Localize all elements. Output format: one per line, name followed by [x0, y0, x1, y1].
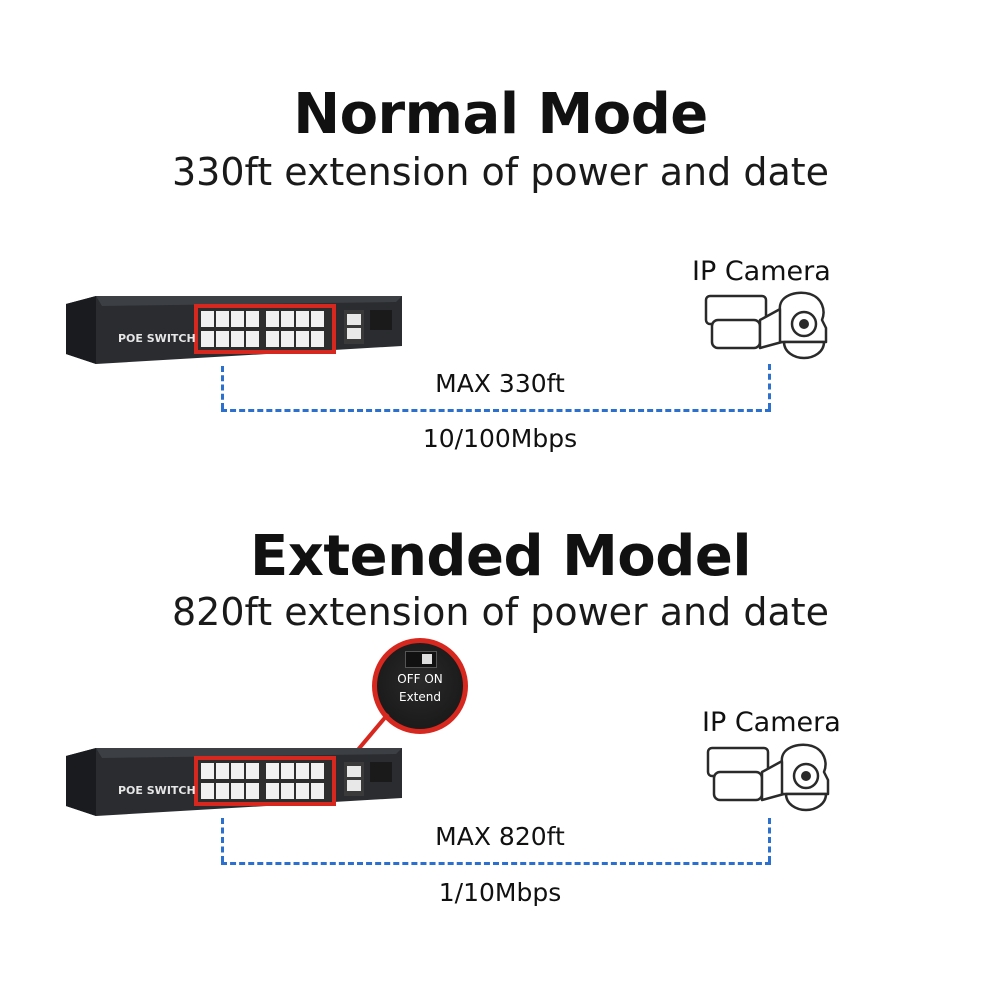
dip-off-label: OFF: [397, 672, 421, 686]
distance-label: MAX 330ft: [435, 369, 565, 398]
speed-label: 1/10Mbps: [438, 878, 562, 907]
dip-extend-label: Extend: [399, 690, 441, 704]
dip-on-label: ON: [424, 672, 443, 686]
ip-camera-icon: [704, 291, 828, 360]
distance-label: MAX 820ft: [435, 822, 565, 851]
normal-mode-section: Normal Mode 330ft extension of power and…: [0, 0, 1001, 480]
ip-camera-label: IP Camera: [702, 707, 841, 738]
ip-camera-label: IP Camera: [692, 256, 831, 287]
normal-mode-subtitle: 330ft extension of power and date: [171, 150, 830, 194]
link-connector-left: [221, 366, 224, 409]
link-connector-right: [768, 818, 771, 862]
normal-mode-title: Normal Mode: [293, 82, 708, 147]
extended-mode-title: Extended Model: [249, 524, 752, 589]
link-line: [221, 409, 771, 412]
switch-brand-label: POE SWITCH: [118, 784, 196, 797]
switch-brand-label: POE SWITCH: [118, 332, 196, 345]
ip-camera-icon: [706, 743, 830, 812]
speed-label: 10/100Mbps: [422, 424, 578, 453]
poe-switch-icon: [66, 296, 402, 364]
dip-switch-icon: [405, 651, 437, 668]
link-connector-left: [221, 818, 224, 862]
extended-mode-subtitle: 820ft extension of power and date: [171, 590, 830, 634]
link-connector-right: [768, 364, 771, 409]
dip-switch-zoom: OFF ON Extend: [372, 638, 468, 734]
poe-switch-icon: [66, 748, 402, 816]
extended-mode-section: Extended Model 820ft extension of power …: [0, 480, 1001, 1001]
link-line: [221, 862, 771, 865]
